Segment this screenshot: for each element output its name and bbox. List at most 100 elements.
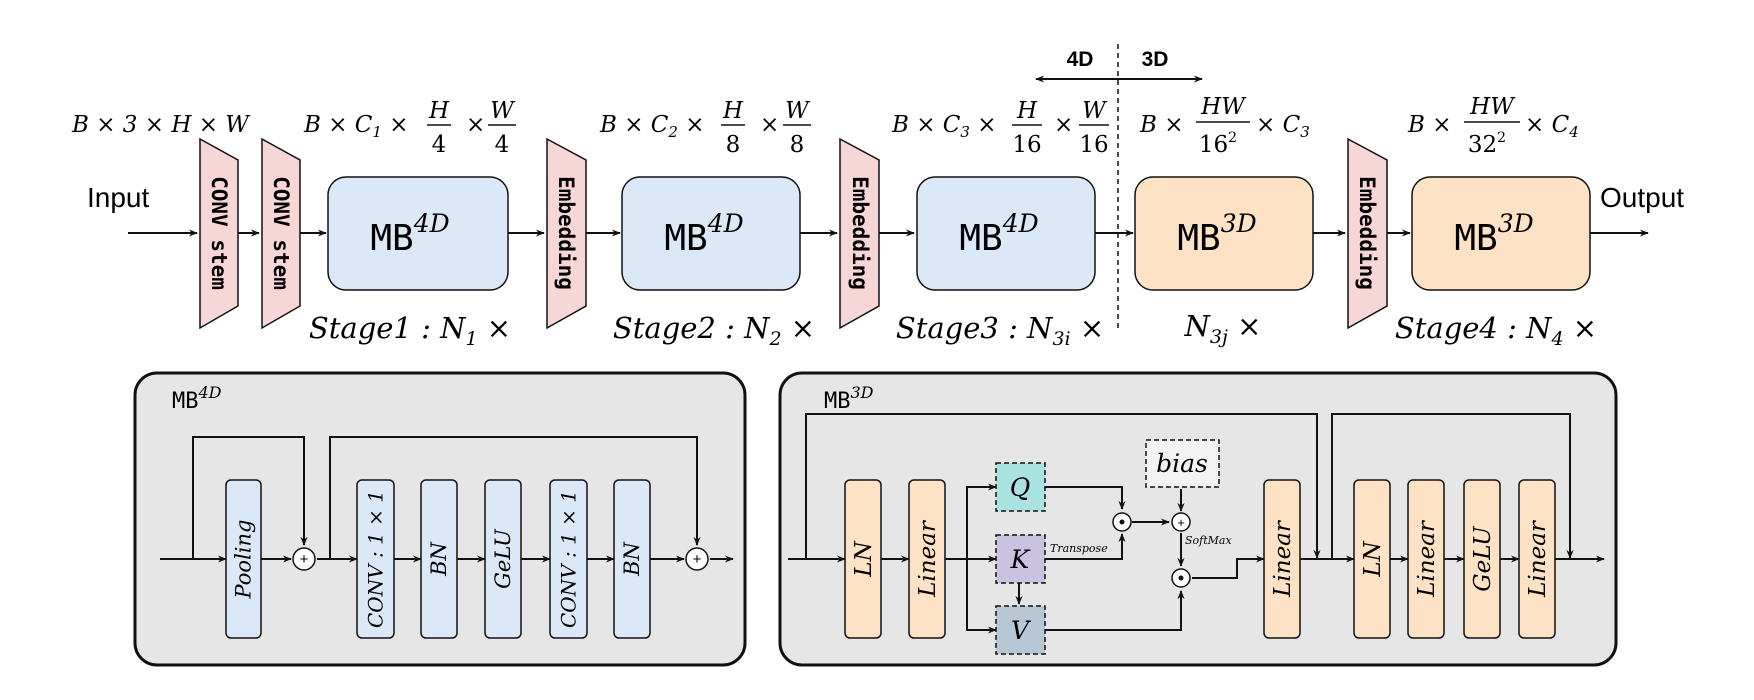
shape-input: B × 3 × H × W bbox=[71, 112, 251, 138]
svg-text:W: W bbox=[785, 98, 811, 124]
svg-text:MB4D: MB4D bbox=[172, 383, 222, 414]
svg-text:H: H bbox=[1016, 98, 1038, 124]
shape-stage4: B × HW 322 × C4 bbox=[1407, 94, 1579, 158]
svg-text:Linear: Linear bbox=[1414, 519, 1440, 598]
stage1-label: Stage1 : N1 × bbox=[309, 311, 511, 350]
mb4d-stage1: MB4D bbox=[327, 176, 509, 291]
svg-text:Linear: Linear bbox=[915, 519, 941, 598]
svg-text:W: W bbox=[1082, 98, 1108, 124]
output-label: Output bbox=[1600, 182, 1684, 213]
stage3j-label: N3j × bbox=[1184, 309, 1262, 348]
svg-text:GeLU: GeLU bbox=[491, 528, 515, 589]
svg-text:LN: LN bbox=[1360, 540, 1386, 577]
dim-label-3d: 3D bbox=[1142, 48, 1169, 71]
shape-stage2: B × C2 × H 8 × W 8 bbox=[599, 98, 811, 158]
mb4d-block-conv1: CONV : 1 × 1 bbox=[356, 479, 395, 639]
svg-text:MB3D: MB3D bbox=[1177, 209, 1256, 259]
dim-label-4d: 4D bbox=[1067, 48, 1094, 71]
conv-stem-1: CONV stem bbox=[199, 137, 239, 330]
mb3d-stage4: MB3D bbox=[1411, 176, 1591, 291]
svg-text:Linear: Linear bbox=[1270, 519, 1296, 598]
mb3d-block-ln2: LN bbox=[1353, 479, 1391, 639]
shape-stage3: B × C3 × H 16 × W 16 bbox=[891, 98, 1109, 158]
input-label: Input bbox=[87, 182, 149, 213]
svg-text:CONV : 1 × 1: CONV : 1 × 1 bbox=[364, 490, 388, 628]
svg-text:B ×: B × bbox=[1407, 112, 1451, 138]
svg-text:LN: LN bbox=[851, 540, 877, 577]
matmul-node-2 bbox=[1171, 568, 1191, 588]
mb3d-panel: MB3D bbox=[778, 371, 1618, 667]
q-node: Q bbox=[995, 462, 1046, 512]
svg-text:B × C2 ×: B × C2 × bbox=[599, 112, 705, 141]
svg-text:H: H bbox=[428, 98, 450, 124]
mb4d-block-bn2: BN bbox=[613, 479, 651, 639]
conv-stem-2: CONV stem bbox=[261, 137, 301, 330]
bias-node: bias bbox=[1145, 439, 1220, 488]
svg-text:× C3: × C3 bbox=[1256, 112, 1310, 141]
mb3d-block-proj: Linear bbox=[1263, 479, 1301, 639]
mb3d-block-linear3: Linear bbox=[1518, 479, 1556, 639]
mb3d-block-linear2: Linear bbox=[1407, 479, 1445, 639]
add-node-2: + bbox=[685, 547, 709, 571]
svg-text:4: 4 bbox=[432, 132, 447, 158]
svg-text:MB3D: MB3D bbox=[824, 383, 874, 414]
svg-text:HW: HW bbox=[1200, 94, 1247, 120]
svg-text:+: + bbox=[693, 551, 702, 568]
embedding-1: Embedding bbox=[546, 137, 587, 330]
svg-text:V: V bbox=[1011, 616, 1032, 645]
svg-text:×: × bbox=[466, 112, 485, 138]
mb4d-panel: MB4D + + Poolin bbox=[133, 371, 747, 667]
svg-text:Linear: Linear bbox=[1525, 519, 1551, 598]
mb4d-block-gelu: GeLU bbox=[484, 479, 522, 639]
svg-text:×: × bbox=[760, 112, 779, 138]
mb3d-block-ln1: LN bbox=[844, 479, 882, 639]
svg-text:MB4D: MB4D bbox=[370, 209, 449, 259]
svg-text:GeLU: GeLU bbox=[1470, 525, 1496, 592]
svg-text:W: W bbox=[490, 98, 516, 124]
shape-stage3-3d: B × HW 162 × C3 bbox=[1139, 94, 1310, 158]
svg-text:CONV stem: CONV stem bbox=[207, 176, 231, 290]
stage4-label: Stage4 : N4 × bbox=[1395, 311, 1597, 350]
svg-text:BN: BN bbox=[620, 541, 644, 576]
svg-text:×: × bbox=[1054, 112, 1073, 138]
mb4d-block-bn1: BN bbox=[420, 479, 458, 639]
embedding-3: Embedding bbox=[1347, 137, 1388, 330]
matmul-node-1 bbox=[1112, 512, 1132, 532]
stage3-label: Stage3 : N3i × bbox=[896, 311, 1104, 350]
svg-text:B ×: B × bbox=[1139, 112, 1183, 138]
svg-text:8: 8 bbox=[790, 132, 805, 158]
svg-text:Embedding: Embedding bbox=[848, 176, 872, 290]
svg-text:16: 16 bbox=[1012, 132, 1041, 158]
mb4d-stage2: MB4D bbox=[621, 176, 801, 291]
stage2-label: Stage2 : N2 × bbox=[613, 311, 815, 350]
v-node: V bbox=[995, 605, 1046, 655]
svg-text:Pooling: Pooling bbox=[232, 520, 256, 600]
svg-text:× C4: × C4 bbox=[1525, 112, 1579, 141]
svg-text:MB3D: MB3D bbox=[1454, 209, 1533, 259]
transpose-label: Transpose bbox=[1050, 542, 1108, 555]
svg-text:bias: bias bbox=[1156, 449, 1208, 478]
mb3d-block-gelu: GeLU bbox=[1463, 479, 1501, 639]
svg-text:Embedding: Embedding bbox=[554, 176, 578, 290]
svg-text:MB4D: MB4D bbox=[664, 209, 743, 259]
svg-text:CONV stem: CONV stem bbox=[269, 176, 293, 290]
softmax-label: SoftMax bbox=[1185, 534, 1232, 547]
svg-text:CONV : 1 × 1: CONV : 1 × 1 bbox=[557, 490, 581, 628]
svg-text:H: H bbox=[722, 98, 744, 124]
mb4d-block-pooling: Pooling bbox=[225, 479, 262, 639]
svg-text:HW: HW bbox=[1469, 94, 1516, 120]
svg-text:8: 8 bbox=[726, 132, 741, 158]
svg-text:+: + bbox=[1177, 515, 1185, 530]
svg-text:+: + bbox=[300, 551, 309, 568]
svg-text:162: 162 bbox=[1199, 130, 1237, 158]
mb3d-block-linear1: Linear bbox=[908, 479, 946, 639]
svg-text:16: 16 bbox=[1079, 132, 1108, 158]
svg-text:K: K bbox=[1010, 545, 1031, 574]
k-node: K bbox=[995, 534, 1046, 584]
mb4d-block-conv2: CONV : 1 × 1 bbox=[549, 479, 588, 639]
add-node-bias: + bbox=[1171, 512, 1191, 532]
svg-text:BN: BN bbox=[427, 541, 451, 576]
mb4d-stage3: MB4D bbox=[916, 176, 1096, 291]
svg-text:MB4D: MB4D bbox=[959, 209, 1038, 259]
